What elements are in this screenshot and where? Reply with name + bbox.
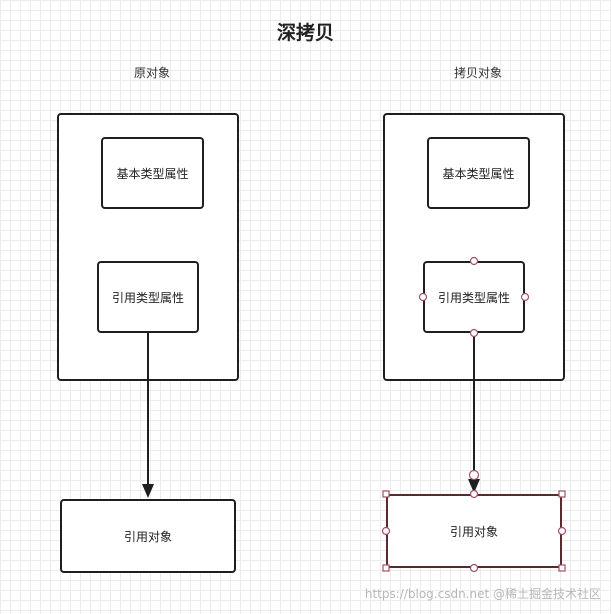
copied-reference-property-box[interactable]: 引用类型属性 <box>423 261 525 333</box>
watermark: https://blog.csdn.net @稀土掘金技术社区 <box>364 587 601 601</box>
original-referenced-object-label: 引用对象 <box>123 529 172 544</box>
copied-referenced-object-box[interactable]: 引用对象 <box>386 494 562 568</box>
copied-referenced-object-label: 引用对象 <box>449 524 498 539</box>
original-basic-property-label: 基本类型属性 <box>116 166 189 181</box>
original-reference-property-box[interactable]: 引用类型属性 <box>97 261 199 333</box>
diagram-title: 深拷贝 <box>276 22 334 44</box>
original-basic-property-box[interactable]: 基本类型属性 <box>101 137 204 209</box>
original-referenced-object-box[interactable]: 引用对象 <box>60 499 236 573</box>
original-object-label: 原对象 <box>133 66 170 80</box>
copied-object-label: 拷贝对象 <box>453 66 502 80</box>
left-reference-arrowhead <box>142 484 154 498</box>
original-reference-property-label: 引用类型属性 <box>111 290 184 305</box>
copied-basic-property-label: 基本类型属性 <box>442 166 515 181</box>
arrow-endpoint-handle[interactable] <box>468 469 480 481</box>
right-reference-arrowhead <box>468 479 480 493</box>
copied-basic-property-box[interactable]: 基本类型属性 <box>427 137 530 209</box>
copied-reference-property-label: 引用类型属性 <box>437 290 510 305</box>
